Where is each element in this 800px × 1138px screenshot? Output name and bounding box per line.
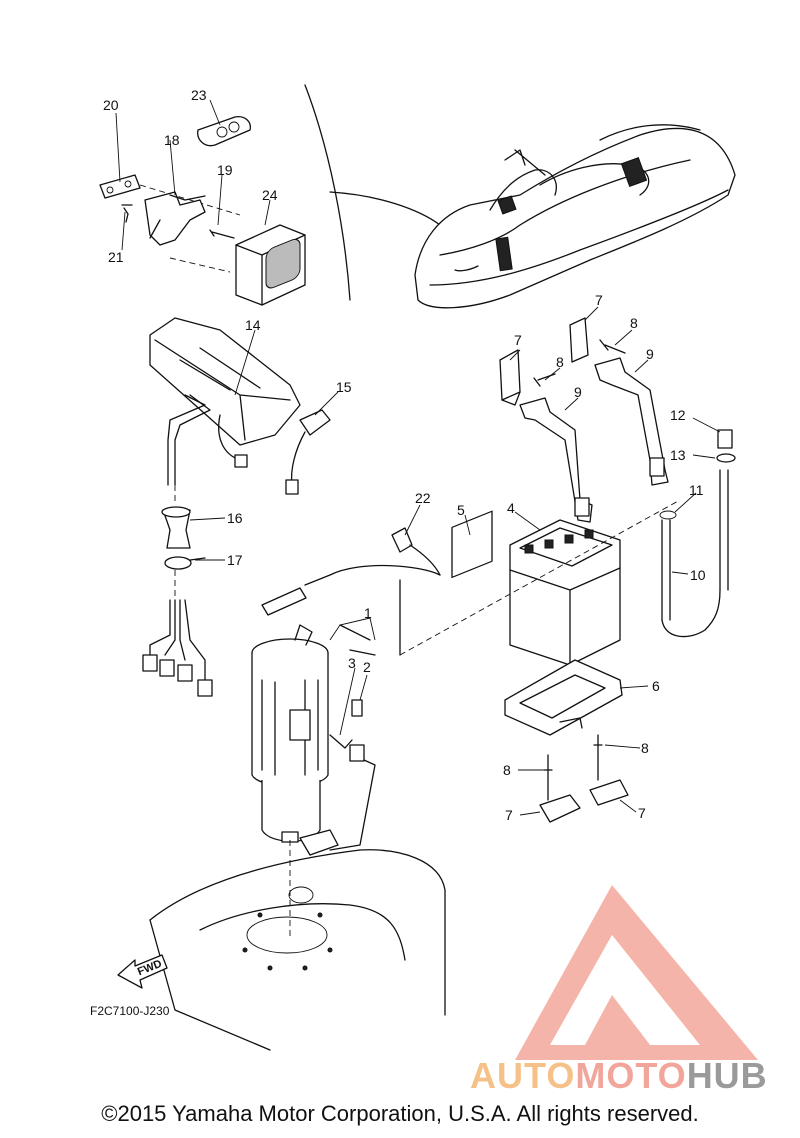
fwd-arrow: FWD [117, 954, 168, 989]
callout-7a: 7 [514, 332, 522, 348]
callout-2: 2 [363, 659, 371, 675]
vent-hose [659, 429, 736, 638]
meter-assembly [149, 317, 301, 486]
callout-1: 1 [364, 605, 372, 621]
callout-21: 21 [108, 249, 124, 265]
brand-part-2: MOTO [575, 1055, 687, 1096]
callout-numbers: 20 23 18 19 24 21 14 15 16 17 22 5 4 1 3… [103, 87, 706, 823]
callout-7b: 7 [595, 292, 603, 308]
watercraft-overview [304, 84, 736, 309]
callout-18: 18 [164, 132, 180, 148]
diagram-code: F2C7100-J230 [90, 1004, 170, 1018]
connector-15 [285, 409, 331, 495]
callout-5: 5 [457, 502, 465, 518]
brand-part-1: AUTO [470, 1055, 576, 1096]
battery [399, 499, 681, 666]
callout-3: 3 [348, 655, 356, 671]
callout-9a: 9 [574, 384, 582, 400]
receiver-bracket-group [99, 116, 306, 306]
fuel-pump [251, 624, 376, 856]
label-sticker [451, 510, 493, 579]
watermark-logo [515, 885, 758, 1060]
callout-8d: 8 [641, 740, 649, 756]
callout-23: 23 [191, 87, 207, 103]
brackets-lower [539, 734, 629, 823]
band-brackets-upper [499, 317, 669, 523]
callout-16: 16 [227, 510, 243, 526]
callout-9b: 9 [646, 346, 654, 362]
callout-20: 20 [103, 97, 119, 113]
callout-13: 13 [670, 447, 686, 463]
callout-10: 10 [690, 567, 706, 583]
fuel-tank [149, 840, 446, 1051]
callout-14: 14 [245, 317, 261, 333]
callout-24: 24 [262, 187, 278, 203]
leader-lines [115, 99, 721, 816]
callout-7c: 7 [505, 807, 513, 823]
callout-4: 4 [507, 500, 515, 516]
callout-8a: 8 [556, 354, 564, 370]
sensor-cable [261, 527, 441, 656]
harness-group [142, 485, 213, 697]
callout-19: 19 [217, 162, 233, 178]
callout-8c: 8 [503, 762, 511, 778]
callout-7d: 7 [638, 805, 646, 821]
callout-17: 17 [227, 552, 243, 568]
battery-box [504, 659, 623, 736]
callout-11: 11 [689, 482, 704, 498]
watermark-brand: AUTOMOTOHUB [470, 1055, 800, 1096]
copyright-text: ©2015 Yamaha Motor Corporation, U.S.A. A… [101, 1101, 699, 1126]
callout-12: 12 [670, 407, 686, 423]
callout-22: 22 [415, 490, 431, 506]
callout-8b: 8 [630, 315, 638, 331]
brand-part-3: HUB [686, 1055, 768, 1096]
callout-6: 6 [652, 678, 660, 694]
callout-15: 15 [336, 379, 352, 395]
